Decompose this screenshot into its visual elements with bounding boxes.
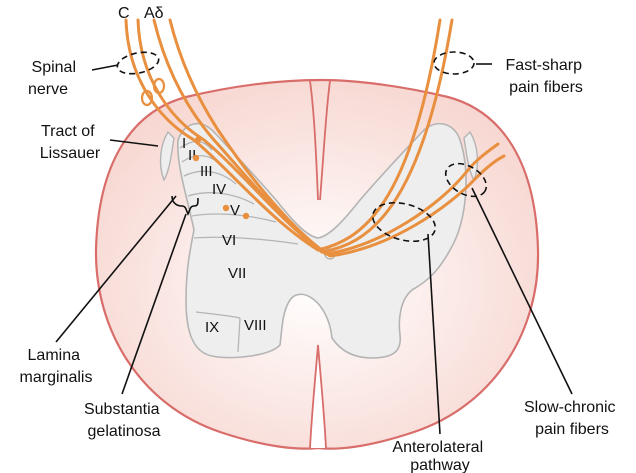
lamina-marginalis-label: Lamina marginalis [20, 347, 93, 386]
lamina-IV: IV [212, 181, 226, 198]
lamina-I: I [182, 135, 186, 152]
fast-sharp-label: Fast-sharp pain fibers [506, 57, 587, 96]
slow-chronic-label: Slow-chronic pain fibers [524, 399, 620, 438]
tract-of-lissauer-label: Tract of Lissauer [40, 123, 101, 162]
spinal-nerve-label: Spinal nerve [28, 59, 80, 98]
lamina-VII: VII [228, 265, 246, 282]
lamina-VIII: VIII [244, 317, 267, 334]
c-fiber-label: C [118, 5, 130, 22]
substantia-gelatinosa-label: Substantia gelatinosa [84, 401, 164, 440]
lamina-VI: VI [222, 232, 236, 249]
lamina-V: V [230, 202, 240, 219]
anterolateral-pathway-label: Anterolateral pathway [392, 439, 487, 473]
a-delta-label: Aδ [144, 5, 164, 22]
lamina-III: III [200, 163, 213, 180]
lamina-IX: IX [205, 319, 219, 336]
fast-sharp-group [434, 52, 474, 74]
